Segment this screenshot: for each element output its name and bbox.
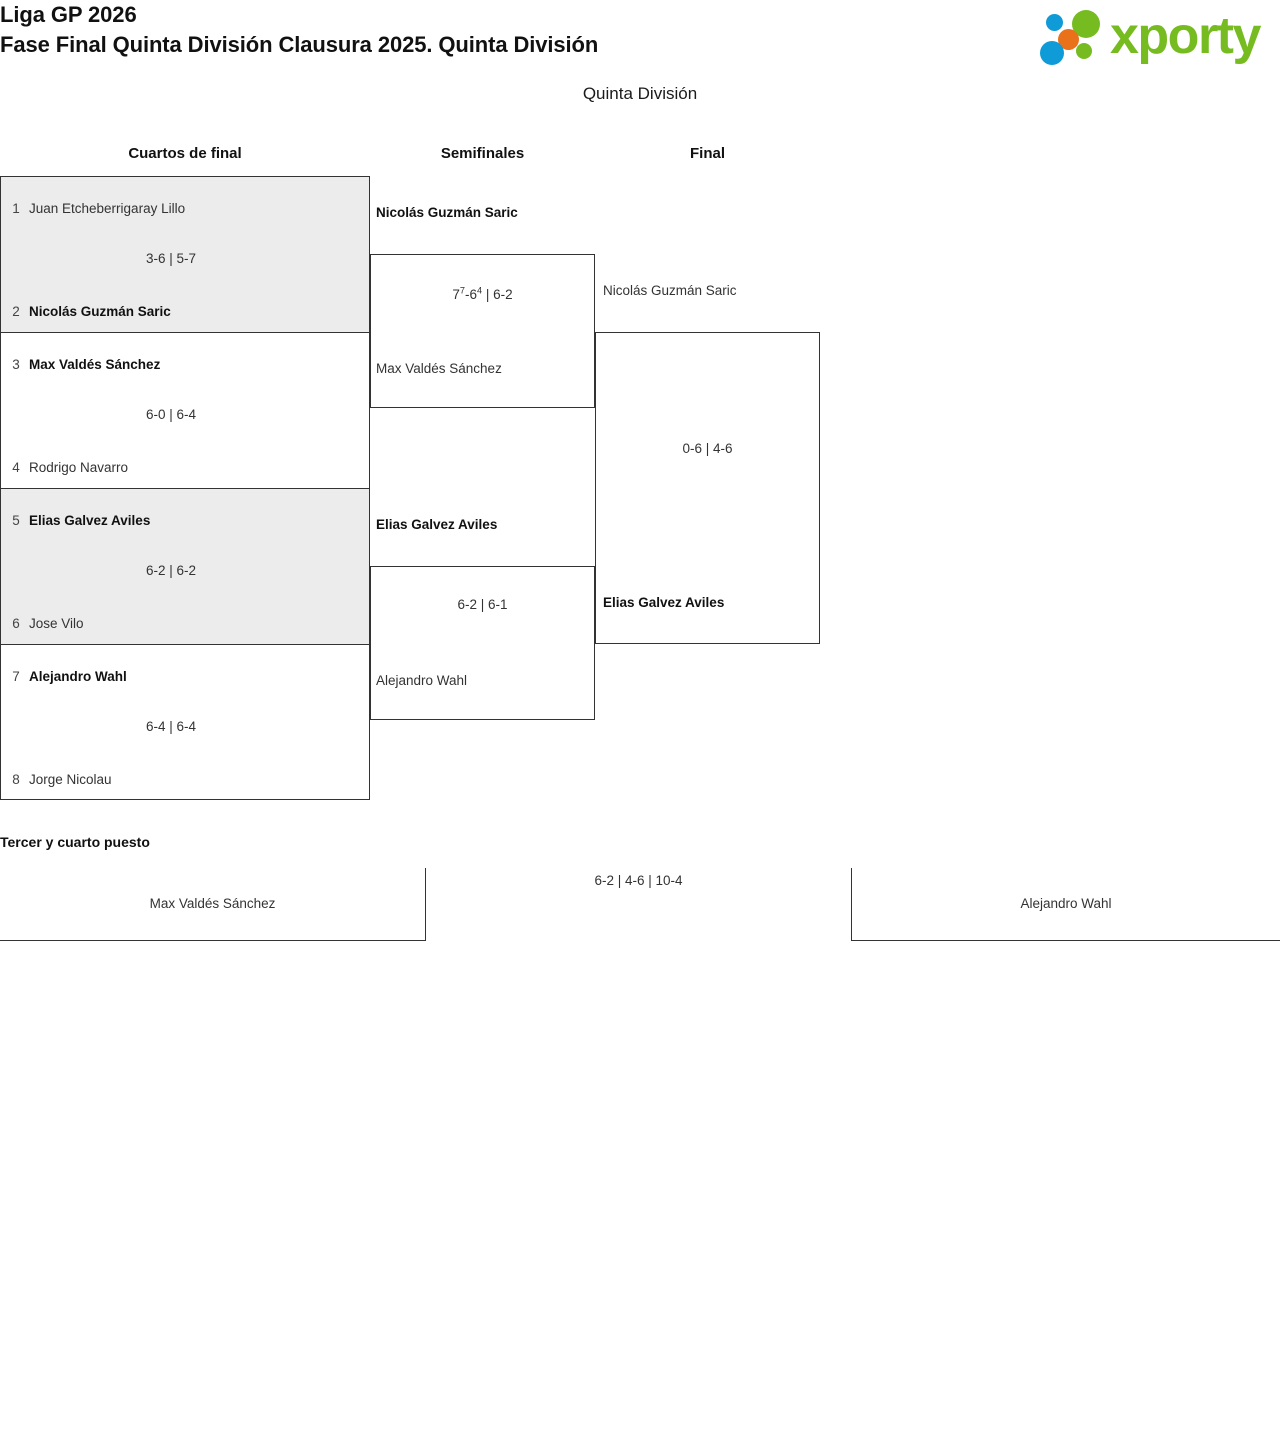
qf3-name-top: Elias Galvez Aviles — [29, 513, 151, 528]
qf2-seed-top: 3 — [12, 357, 20, 372]
qf2-player-bottom[interactable]: 4 Rodrigo Navarro — [7, 460, 128, 475]
match-semifinal-2[interactable]: 6-2 | 6-1 — [370, 566, 595, 720]
division-subtitle: Quinta División — [0, 84, 1280, 104]
third-place-left-box[interactable]: Max Valdés Sánchez — [0, 868, 426, 941]
qf1-name-bottom: Nicolás Guzmán Saric — [29, 304, 171, 319]
logo-dot-orange — [1058, 29, 1079, 50]
round-header-final: Final — [689, 145, 725, 162]
round-header-semifinals: Semifinales — [440, 145, 525, 162]
match-quarterfinal-2[interactable]: 3 Max Valdés Sánchez 6-0 | 6-4 4 Rodrigo N… — [0, 332, 370, 488]
sf1-score: 77-64 | 6-2 — [452, 285, 513, 302]
sf1-player-top[interactable]: Nicolás Guzmán Saric — [376, 205, 518, 220]
third-place-right-box[interactable]: Alejandro Wahl — [851, 868, 1280, 941]
qf1-name-top: Juan Etcheberrigaray Lillo — [29, 201, 186, 216]
qf4-player-bottom[interactable]: 8 Jorge Nicolau — [7, 772, 112, 787]
final-player-bottom[interactable]: Elias Galvez Aviles — [603, 595, 725, 610]
qf3-player-bottom[interactable]: 6 Jose Vilo — [7, 616, 84, 631]
qf4-player-top[interactable]: 7 Alejandro Wahl — [7, 669, 127, 684]
match-quarterfinal-3[interactable]: 5 Elias Galvez Aviles 6-2 | 6-2 6 Jose Vil… — [0, 488, 370, 644]
logo-dot-green-small — [1076, 43, 1092, 59]
qf4-score: 6-4 | 6-4 — [145, 719, 197, 734]
qf3-player-top[interactable]: 5 Elias Galvez Aviles — [7, 513, 150, 528]
match-semifinal-1[interactable]: 77-64 | 6-2 — [370, 254, 595, 408]
logo-dot-blue-large — [1040, 41, 1064, 65]
final-score: 0-6 | 4-6 — [682, 441, 733, 456]
qf2-name-top: Max Valdés Sánchez — [29, 357, 161, 372]
xporty-logo[interactable]: xporty — [1032, 6, 1272, 68]
qf3-seed-top: 5 — [12, 513, 20, 528]
qf4-name-bottom: Jorge Nicolau — [29, 772, 112, 787]
sf2-player-top[interactable]: Elias Galvez Aviles — [376, 517, 498, 532]
qf2-score: 6-0 | 6-4 — [145, 407, 197, 422]
qf4-seed-top: 7 — [12, 669, 20, 684]
logo-dots-icon — [1040, 10, 1112, 66]
third-place-score: 6-2 | 4-6 | 10-4 — [594, 873, 683, 888]
qf1-player-bottom[interactable]: 2 Nicolás Guzmán Saric — [7, 304, 171, 319]
qf2-seed-bottom: 4 — [12, 460, 20, 475]
sf2-score: 6-2 | 6-1 — [457, 597, 508, 612]
third-place-right-name: Alejandro Wahl — [1020, 896, 1112, 911]
qf2-name-bottom: Rodrigo Navarro — [29, 460, 129, 475]
title-line-1: Liga GP 2026 — [0, 2, 137, 27]
title-line-2: Fase Final Quinta División Clausura 2025… — [0, 32, 599, 57]
final-player-top[interactable]: Nicolás Guzmán Saric — [603, 283, 737, 298]
qf4-name-top: Alejandro Wahl — [29, 669, 127, 684]
match-final[interactable]: 0-6 | 4-6 — [595, 332, 820, 644]
qf3-name-bottom: Jose Vilo — [29, 616, 84, 631]
sf1-player-bottom[interactable]: Max Valdés Sánchez — [376, 361, 502, 376]
tournament-title: Liga GP 2026 Fase Final Quinta División … — [0, 0, 900, 60]
match-quarterfinal-4[interactable]: 7 Alejandro Wahl 6-4 | 6-4 8 Jorge Nicolau — [0, 644, 370, 800]
logo-dot-blue-small — [1046, 14, 1063, 31]
qf2-player-top[interactable]: 3 Max Valdés Sánchez — [7, 357, 160, 372]
qf1-seed-top: 1 — [12, 201, 20, 216]
round-header-quarterfinals: Cuartos de final — [128, 145, 242, 162]
qf3-score: 6-2 | 6-2 — [145, 563, 197, 578]
qf1-player-top[interactable]: 1 Juan Etcheberrigaray Lillo — [7, 201, 185, 216]
qf4-seed-bottom: 8 — [12, 772, 20, 787]
qf1-score: 3-6 | 5-7 — [145, 251, 197, 266]
sf2-player-bottom[interactable]: Alejandro Wahl — [376, 673, 468, 688]
third-place-title: Tercer y cuarto puesto — [0, 834, 150, 850]
logo-wordmark: xporty — [1110, 7, 1261, 65]
third-place-left-name: Max Valdés Sánchez — [149, 896, 276, 911]
division-subtitle-text: Quinta División — [582, 84, 698, 103]
qf3-seed-bottom: 6 — [12, 616, 20, 631]
qf1-seed-bottom: 2 — [12, 304, 20, 319]
